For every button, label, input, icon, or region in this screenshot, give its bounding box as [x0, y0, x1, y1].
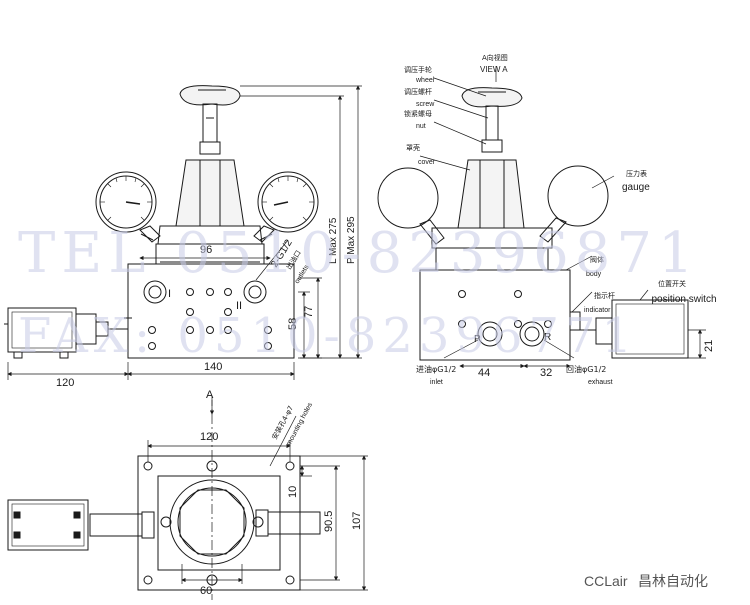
dim-96: 96 [200, 244, 212, 256]
label-port-two: II [236, 300, 242, 312]
top-base [137, 455, 301, 591]
screw-cn: 调压螺杆 [404, 87, 432, 96]
position-switch-en: position switch [651, 294, 716, 305]
inlet-label: 进油φG1/2 [416, 364, 456, 374]
gauge-cn: 压力表 [626, 169, 647, 178]
front-stem [202, 103, 218, 143]
dim-44: 44 [478, 367, 490, 379]
nut-en: nut [416, 123, 426, 130]
top-view [7, 396, 368, 600]
port-p-label: P [474, 334, 481, 345]
port-two [243, 280, 267, 304]
dim-77: 77 [303, 306, 315, 318]
front-left-gauge [95, 171, 161, 243]
side-dimensions [419, 66, 706, 369]
brand-name-cn: 昌林自动化 [638, 574, 708, 590]
front-handwheel [179, 85, 241, 106]
dim-32: 32 [540, 367, 552, 379]
nut-cn: 锁紧螺母 [404, 109, 432, 118]
top-dimensions [147, 396, 368, 600]
body-en: body [586, 271, 602, 278]
label-a: A [206, 389, 214, 401]
top-position-switch [7, 499, 89, 551]
exhaust-en: exhaust [588, 379, 613, 386]
indicator-cn: 指示杆 [594, 291, 615, 300]
side-view [377, 66, 706, 369]
port-one [143, 280, 167, 304]
side-port-r [519, 321, 545, 347]
brand: CCLair 昌林自动化 [584, 573, 708, 590]
port-r-label: R [544, 332, 551, 343]
cover-cn: 罩壳 [406, 143, 420, 152]
wheel-en: wheel [415, 77, 435, 84]
brand-name: CCLair [584, 573, 628, 589]
dim-pmax: P Max 295 [346, 216, 357, 264]
top-hexagon [179, 489, 245, 555]
view-a-en: VIEW A [480, 65, 508, 74]
view-a-cn: A向视图 [482, 53, 508, 62]
side-port-p [477, 321, 503, 347]
front-position-switch [4, 307, 132, 359]
dim-lmax: L Max 275 [328, 217, 339, 264]
front-dimensions [7, 85, 362, 380]
side-body [419, 269, 571, 361]
top-labels: A 120 10 90.5 107 60 安装孔4-φ7 mounting ho… [200, 389, 363, 597]
cover-en: cover [418, 159, 436, 166]
dim-140: 140 [204, 361, 222, 373]
side-left-gauge [377, 167, 439, 229]
watermark-fax: FAX: 0510-82396771 [18, 308, 638, 364]
front-bolt-holes [148, 288, 272, 350]
side-position-switch [570, 299, 689, 359]
indicator-en: indicator [584, 307, 611, 314]
side-labels: A向视图 VIEW A 调压手轮 wheel 调压螺杆 screw 锁紧螺母 n… [404, 53, 717, 386]
dim-120-top: 120 [200, 431, 218, 443]
dim-10: 10 [287, 486, 299, 498]
side-handwheel [461, 87, 523, 108]
front-right-gauge [253, 171, 319, 243]
dim-90-5: 90.5 [323, 511, 335, 532]
front-cover [175, 159, 245, 227]
label-port-one: I [168, 288, 171, 300]
side-right-gauge [547, 165, 609, 227]
dim-60: 60 [200, 585, 212, 597]
dim-58: 58 [287, 318, 299, 330]
wheel-cn: 调压手轮 [404, 65, 432, 74]
gauge-en: gauge [622, 182, 650, 193]
dim-107: 107 [351, 512, 363, 530]
position-switch-cn: 位置开关 [658, 279, 686, 288]
exhaust-label: 回油φG1/2 [566, 364, 606, 374]
screw-en: screw [416, 101, 435, 108]
dim-21: 21 [703, 340, 715, 352]
inlet-en: inlet [430, 379, 443, 386]
watermark-tel: TEL 0510-82396871 [18, 221, 700, 286]
dim-120-front: 120 [56, 377, 74, 389]
body-cn: 阀体 [590, 255, 604, 264]
side-cover [457, 159, 525, 229]
front-view [4, 85, 362, 380]
watermark: TEL 0510-82396871 FAX: 0510-82396771 [18, 221, 700, 364]
